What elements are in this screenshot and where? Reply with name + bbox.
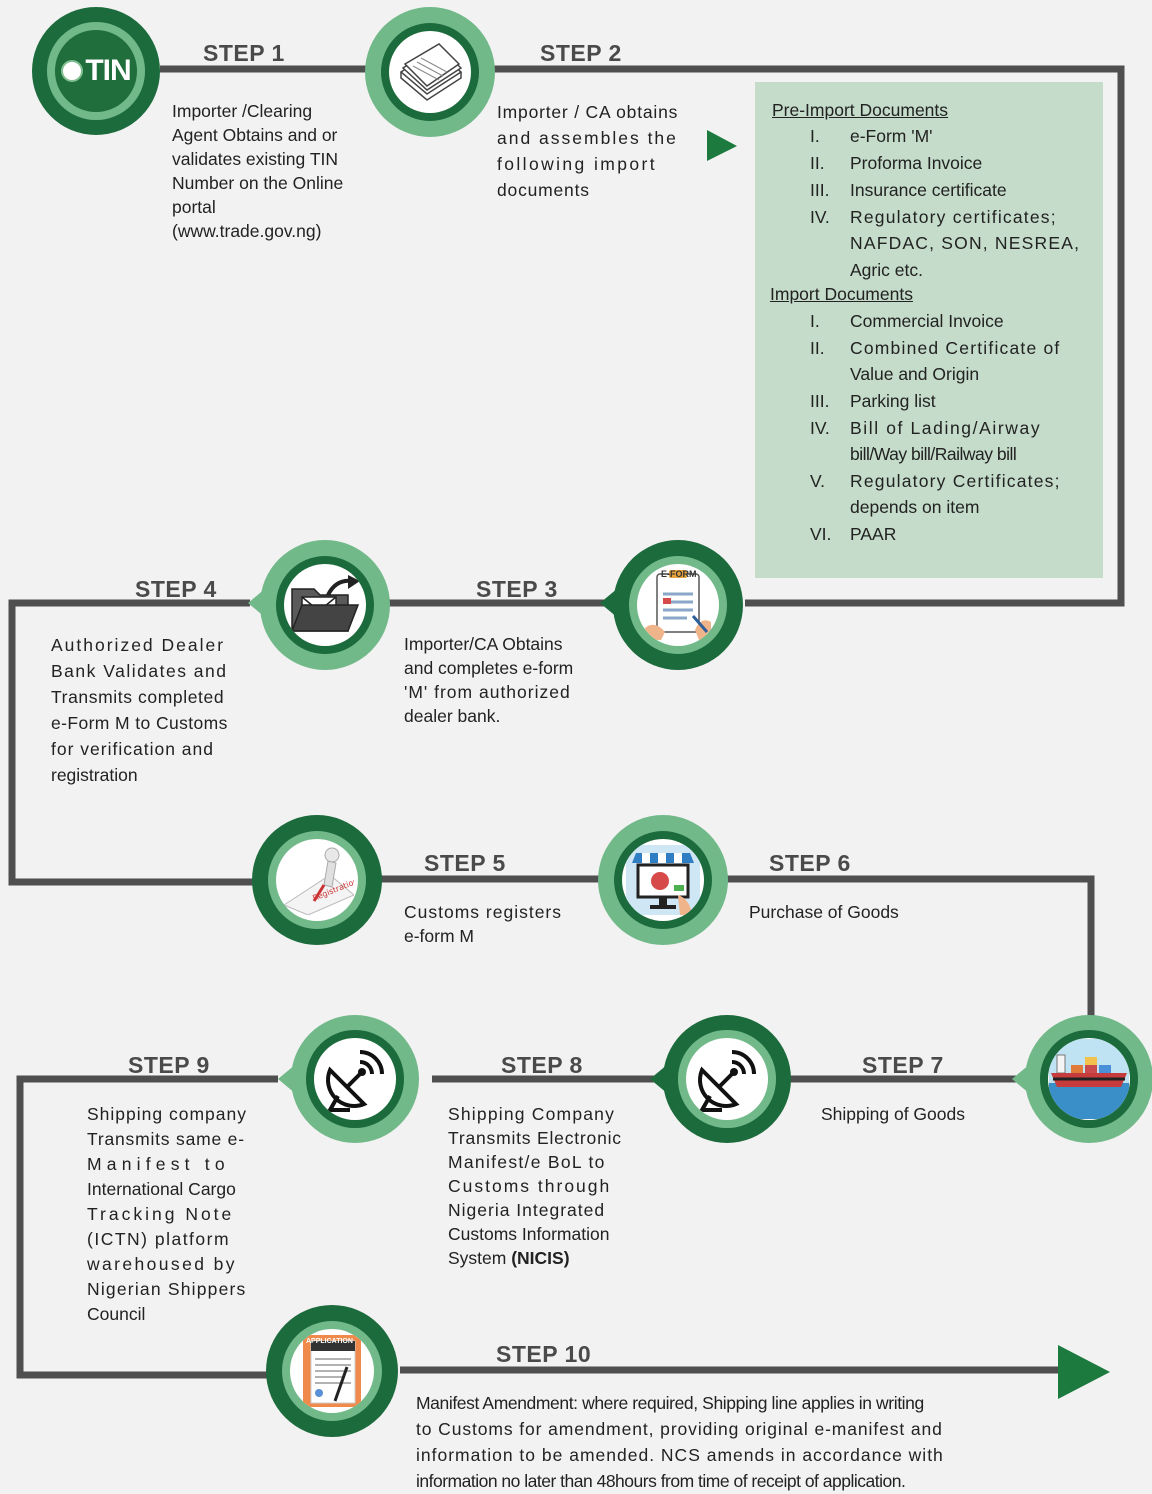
step10-label: STEP 10 [496, 1341, 592, 1367]
folder-send-icon [290, 574, 360, 632]
step8-circle [663, 1015, 791, 1143]
step7-circle [1025, 1015, 1152, 1143]
connector-step4-step5 [8, 599, 260, 886]
import-heading: Import Documents [770, 284, 913, 304]
step5-label: STEP 5 [424, 850, 506, 876]
nicis-acronym: (NICIS) [511, 1248, 570, 1268]
step6-label: STEP 6 [769, 850, 851, 876]
connector-step9-step10 [16, 1075, 278, 1379]
step6-circle [598, 815, 728, 945]
step5-circle: Registration [252, 815, 382, 945]
end-arrow-icon [1058, 1345, 1110, 1399]
eform-caption: E-FORM [661, 569, 697, 579]
step2-circle [365, 7, 495, 137]
registration-stamp-icon: Registration [282, 847, 354, 915]
step1-label: STEP 1 [203, 40, 285, 66]
step3-circle [613, 540, 743, 670]
tin-logo-icon: TIN [61, 54, 132, 88]
pre-import-heading: Pre-Import Documents [772, 100, 949, 120]
documents-arrow-icon [707, 130, 737, 161]
connector-step6-step7 [720, 875, 1095, 1020]
online-shop-icon [625, 844, 700, 915]
step8-description: Shipping Company Transmits Electronic Ma… [448, 1104, 622, 1268]
cargo-ship-icon [1048, 1038, 1129, 1119]
step3-label: STEP 3 [476, 576, 558, 602]
step10-description: Manifest Amendment: where required, Ship… [416, 1393, 944, 1491]
e-form-clipboard-icon [644, 569, 711, 640]
import-documents-panel: Pre-Import Documents I. e-Form 'M' II. P… [755, 82, 1103, 578]
step7-description: Shipping of Goods [821, 1104, 965, 1124]
satellite-dish-icon [326, 1049, 384, 1112]
step4-circle [260, 540, 390, 670]
application-form-icon [303, 1335, 361, 1407]
step6-description: Purchase of Goods [749, 902, 899, 922]
satellite-dish-icon [698, 1049, 756, 1112]
step9-label: STEP 9 [128, 1052, 210, 1078]
step2-label: STEP 2 [540, 40, 622, 66]
step10-circle [266, 1305, 398, 1437]
step1-circle: TIN [32, 7, 160, 135]
documents-stack-icon [399, 43, 463, 101]
step9-circle [291, 1015, 419, 1143]
connector-step2-step3 [490, 65, 1125, 607]
application-caption: APPLICATION [306, 1338, 353, 1345]
step8-label: STEP 8 [501, 1052, 583, 1078]
step9-description: Shipping company Transmits same e- Manif… [87, 1104, 247, 1324]
step7-label: STEP 7 [862, 1052, 944, 1078]
step4-label: STEP 4 [135, 576, 217, 602]
